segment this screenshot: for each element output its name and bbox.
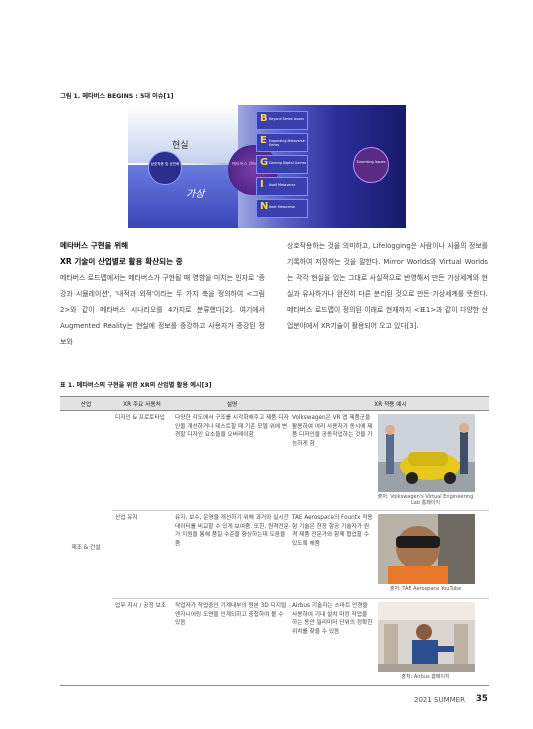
- body-left-text: 메타버스 로드맵에서는 메타버스가 구현될 때 영향을 미치는 인자로 '증강과…: [60, 274, 265, 346]
- desc-cell: 다양한 각도에서 구조를 시각화해주고 제품 디자인을 개선하거나 테스트할 때…: [172, 410, 292, 511]
- label-real: 현실: [172, 141, 189, 151]
- table-header-row: 산업 XR 주요 사용처 설명 XR 적용 예시: [60, 396, 489, 411]
- example-cell: Airbus 기술자는 스마트 안경을 사용하여 기내 설치 마킹 작업을 하는…: [292, 598, 489, 686]
- interaction-circle: 상호작용 및 공진화: [148, 151, 182, 185]
- header-desc: 설명: [172, 396, 292, 411]
- page-number: 35: [476, 694, 488, 704]
- header-example: XR 적용 예시: [292, 396, 489, 411]
- desc-cell: 유지, 보수, 운영을 개선하기 위해 과거와 실시간 데이터를 비교할 수 있…: [172, 510, 292, 599]
- section-heading-1: 메타버스 구현을 위해: [60, 241, 129, 250]
- use-cell: 산업 유지: [112, 510, 172, 599]
- industry-cell: 제조 & 건설: [60, 410, 112, 686]
- virtual-band: [128, 165, 238, 228]
- issue-label: 2021 SUMMER: [414, 696, 465, 704]
- example-source: 출처: Airbus 홈페이지: [401, 674, 450, 680]
- example-text: Volkswagen은 VR 앱 제품군을 활용하여 여러 사용자가 동시에 제…: [292, 415, 373, 447]
- body-left-column: 메타버스 구현을 위해 XR 기술이 산업별로 활용 확산되는 중 메타버스 로…: [60, 238, 265, 350]
- section-heading-2: XR 기술이 산업별로 활용 확산되는 중: [60, 257, 183, 266]
- use-cell: 업무 지시 / 공정 보조: [112, 598, 172, 686]
- airbus-smart-glasses-photo: [378, 602, 475, 672]
- header-use: XR 주요 사용처: [112, 396, 172, 411]
- tae-aerospace-photo: [378, 514, 475, 584]
- example-source: 출처: TAE Aerospace YouTube: [389, 586, 462, 592]
- example-cell: Volkswagen은 VR 앱 제품군을 활용하여 여러 사용자가 동시에 제…: [292, 410, 489, 511]
- figure-caption: 그림 1. 메타버스 BEGINS : 5대 이슈[1]: [60, 93, 174, 100]
- table-row: 제조 & 건설 디자인 & 프로토타입 다양한 각도에서 구조를 시각화해주고 …: [60, 410, 489, 686]
- label-virtual: 가상: [186, 189, 205, 200]
- example-source: 출처: Volkswagen's Virtual Engineering Lab…: [377, 494, 474, 507]
- table-title: 표 1. 메타버스의 구현을 위한 XR의 산업별 활용 예시[3]: [60, 382, 212, 389]
- example-cell: TAE Aerospace의 Fountx 작용형 기술은 현장 항공 기술자가…: [292, 510, 489, 599]
- table-row: 업무 지시 / 공정 보조 작업자가 작업중인 기계내부의 원본 3D 디지털 …: [60, 598, 489, 686]
- surprising-circle: Surprising Issues: [353, 147, 389, 183]
- header-industry: 산업: [60, 396, 112, 411]
- desc-cell: 작업자가 작업중인 기계내부의 원본 3D 디지털 엔지니어링 도면을 인계되하…: [172, 598, 292, 686]
- xr-usage-table: 산업 XR 주요 사용처 설명 XR 적용 예시 제조 & 건설 디자인 & 프…: [60, 396, 489, 686]
- use-cell: 디자인 & 프로토타입: [112, 410, 172, 511]
- example-text: Airbus 기술자는 스마트 안경을 사용하여 기내 설치 마킹 작업을 하는…: [292, 603, 373, 635]
- table-row: 산업 유지 유지, 보수, 운영을 개선하기 위해 과거와 실시간 데이터를 비…: [60, 510, 489, 599]
- volkswagen-vr-photo: [378, 414, 475, 492]
- example-text: TAE Aerospace의 Fountx 작용형 기술은 현장 항공 기술자가…: [292, 515, 373, 547]
- body-right-column: 상호작용하는 것을 의미하고, Lifelogging은 사람이나 사물의 정보…: [287, 242, 488, 330]
- metaverse-begins-figure: 현실 가상 상호작용 및 공진화 메타버스 (Metaverse) Surpri…: [128, 105, 406, 228]
- real-band: [128, 105, 238, 163]
